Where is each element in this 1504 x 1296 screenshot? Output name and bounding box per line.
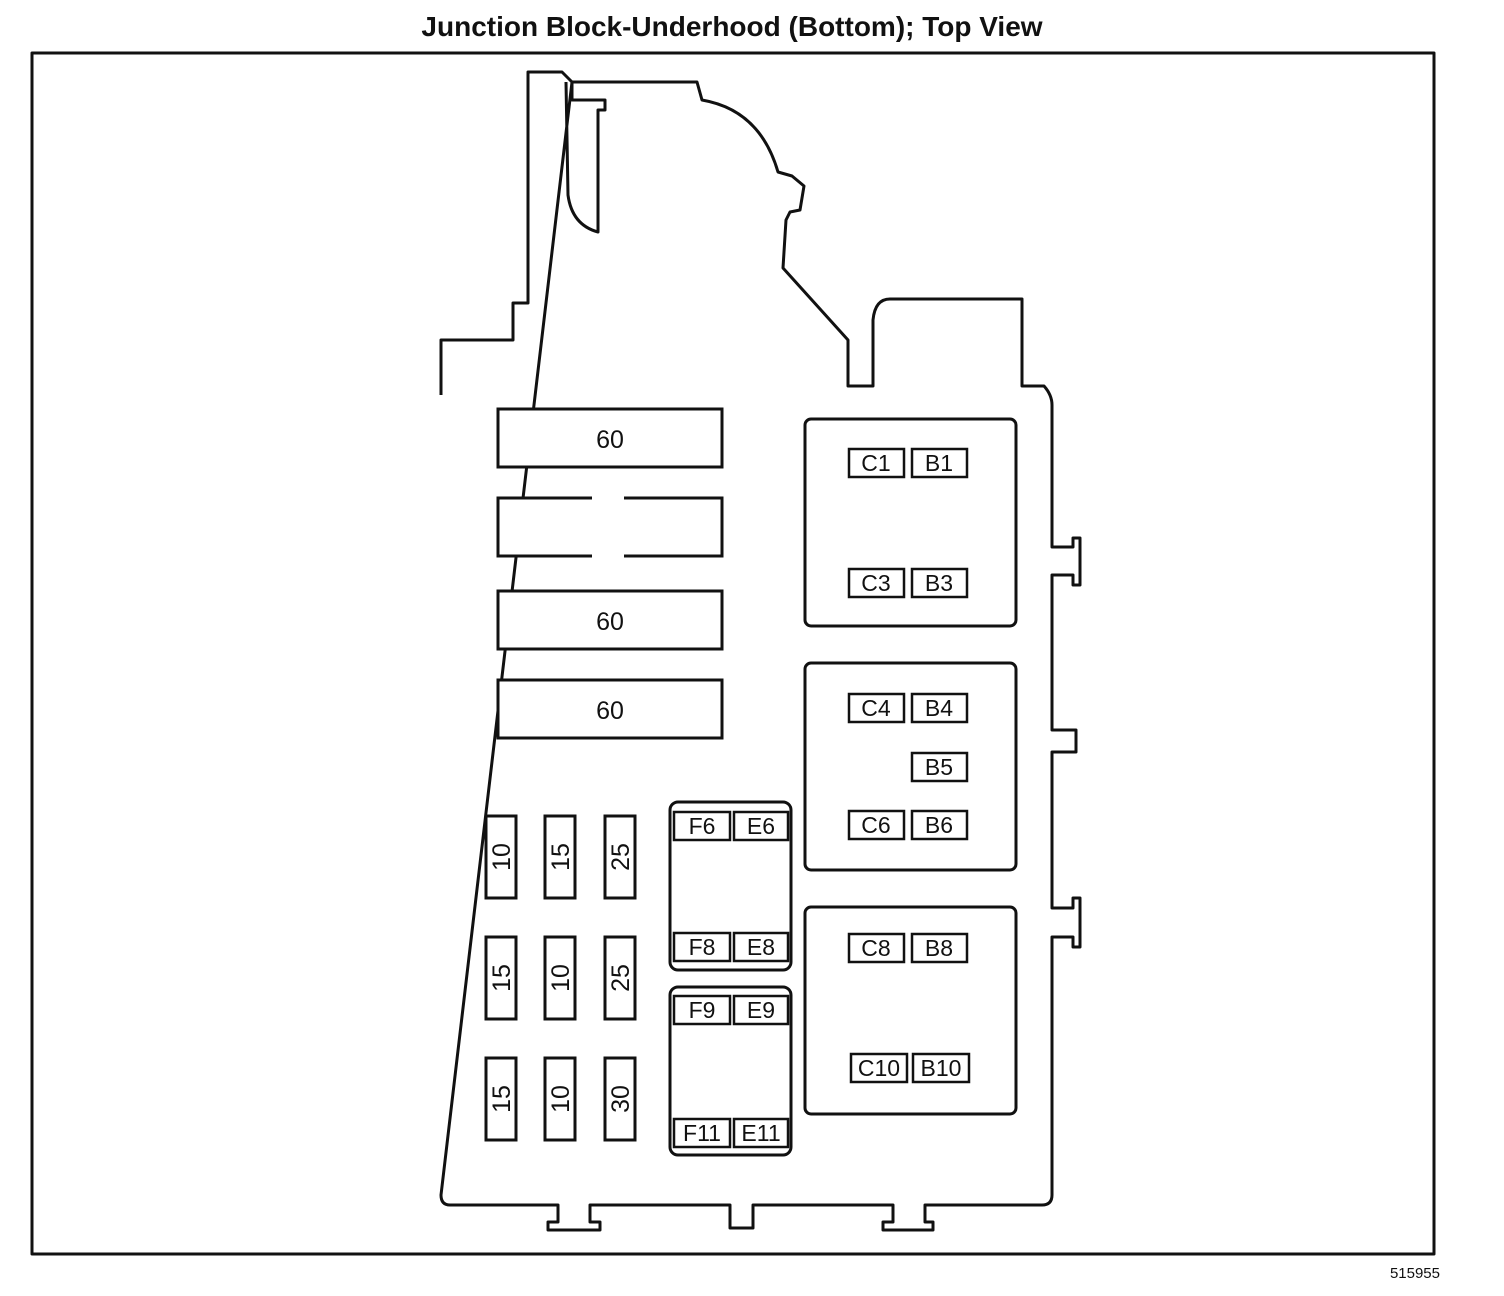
relay-block-large-1: C1 B1 C3 B3: [803, 417, 1018, 628]
mini-fuse-r2c2-rating: 10: [547, 964, 575, 992]
mini-fuse-r1c2: 15: [543, 814, 577, 900]
mini-fuse-r3c1-rating: 15: [488, 1085, 516, 1113]
mini-fuse-r3c2-rating: 10: [547, 1085, 575, 1113]
cavity-B10: [911, 1052, 971, 1084]
cavity-C8: [847, 932, 906, 964]
cavity-C3: [847, 567, 906, 599]
cavity-F9-label: F9: [689, 997, 716, 1023]
cavity-C3-label: C3: [861, 570, 890, 596]
cavity-B4-label: B4: [925, 695, 953, 721]
cavity-B5-label: B5: [925, 754, 953, 780]
cavity-F11-label: F11: [683, 1120, 721, 1146]
mini-fuse-r3c2: 10: [543, 1056, 577, 1142]
mini-fuse-r1c3-rating: 25: [607, 843, 635, 871]
maxi-fuse-1: 60: [496, 407, 724, 469]
figure-id: 515955: [1390, 1265, 1440, 1282]
cavity-F8: [672, 931, 732, 963]
cavity-B5: [910, 751, 969, 783]
cavity-E8-label: E8: [747, 934, 775, 960]
cavity-B8: [910, 932, 969, 964]
mini-fuse-r2c3-rating: 25: [607, 964, 635, 992]
cavity-B3-label: B3: [925, 570, 953, 596]
cavity-C6-label: C6: [861, 812, 890, 838]
mini-fuse-r2c2: 10: [543, 935, 577, 1021]
mini-fuse-r3c1: 15: [484, 1056, 518, 1142]
mini-fuse-r1c2-rating: 15: [547, 843, 575, 871]
outer-frame: [30, 51, 1436, 1256]
maxi-fuse-4-rating: 60: [596, 697, 624, 725]
mini-fuse-r2c3: 25: [603, 935, 637, 1021]
junction-block-outline: [439, 70, 1082, 1232]
relay-block-small-1: F6 E6 F8 E8: [668, 800, 793, 972]
cavity-F9: [672, 994, 732, 1026]
cavity-B1-label: B1: [925, 450, 953, 476]
relay-block-small-2: F9 E9 F11 E11: [668, 985, 793, 1157]
cavity-C4-label: C4: [861, 695, 891, 721]
cavity-C10: [849, 1052, 909, 1084]
cavity-F8-label: F8: [689, 934, 716, 960]
cavity-B6: [910, 809, 969, 841]
maxi-fuse-2-empty: [496, 490, 724, 564]
cavity-B4: [910, 692, 969, 724]
maxi-fuse-3-rating: 60: [596, 608, 624, 636]
cavity-B8-label: B8: [925, 935, 953, 961]
cavity-B3: [910, 567, 969, 599]
maxi-fuse-1-rating: 60: [596, 426, 624, 454]
maxi-fuse-4: 60: [496, 678, 724, 740]
cavity-B6-label: B6: [925, 812, 953, 838]
mini-fuse-r3c3: 30: [603, 1056, 637, 1142]
cavity-E9-label: E9: [747, 997, 775, 1023]
cavity-B1: [910, 447, 969, 479]
cavity-C8-label: C8: [861, 935, 890, 961]
cavity-F11: [672, 1117, 732, 1149]
cavity-C6: [847, 809, 906, 841]
relay-block-large-2: C4 B4 B5 C6 B6: [803, 661, 1018, 872]
maxi-fuse-3: 60: [496, 589, 724, 651]
mini-fuse-r2c1-rating: 15: [488, 964, 516, 992]
mini-fuse-r1c1-rating: 10: [488, 843, 516, 871]
diagram-title: Junction Block-Underhood (Bottom); Top V…: [421, 11, 1042, 42]
relay-block-large-3: C8 B8 C10 B10: [803, 905, 1018, 1116]
cavity-E11-label: E11: [741, 1120, 780, 1146]
cavity-C10-label: C10: [858, 1055, 900, 1081]
cavity-E8: [732, 931, 790, 963]
mini-fuse-r1c3: 25: [603, 814, 637, 900]
cavity-E6-label: E6: [747, 813, 775, 839]
mini-fuse-r1c1: 10: [484, 814, 518, 900]
cavity-C1: [847, 447, 906, 479]
mini-fuse-r3c3-rating: 30: [607, 1085, 635, 1113]
mini-fuse-r2c1: 15: [484, 935, 518, 1021]
cavity-B10-label: B10: [921, 1055, 962, 1081]
cavity-F6-label: F6: [689, 813, 716, 839]
cavity-C4: [847, 692, 906, 724]
cavity-E11: [732, 1117, 790, 1149]
cavity-E6: [732, 810, 790, 842]
cavity-E9: [732, 994, 790, 1026]
cavity-C1-label: C1: [861, 450, 890, 476]
cavity-F6: [672, 810, 732, 842]
